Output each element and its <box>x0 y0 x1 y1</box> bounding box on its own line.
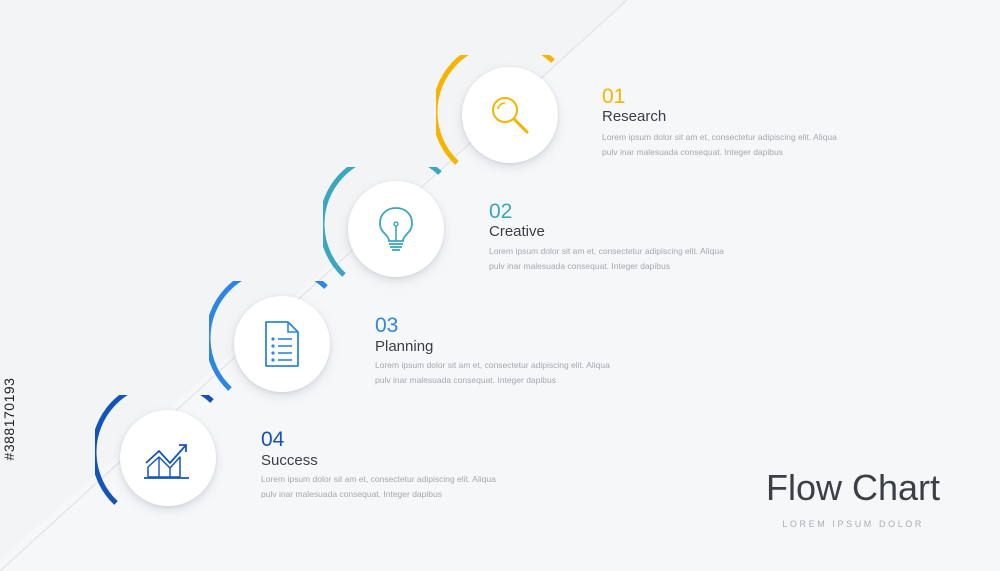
step-description-line: Lorem ipsum dolor sit am et, consectetur… <box>602 132 837 142</box>
stock-id-vertical: #388170193 <box>1 377 17 461</box>
step-icon-disc <box>234 296 330 392</box>
step-title: Research <box>602 108 667 125</box>
step-description-line: pulv inar malesuada consequat. Integer d… <box>489 261 670 271</box>
step-number: 02 <box>489 200 513 223</box>
step-ring-arc <box>95 395 214 505</box>
step-description-line: Lorem ipsum dolor sit am et, consectetur… <box>489 246 724 256</box>
step-number: 03 <box>375 314 399 337</box>
step-icon-disc <box>462 67 558 163</box>
step-description: Lorem ipsum dolor sit am et, consectetur… <box>375 358 645 388</box>
step-description-line: Lorem ipsum dolor sit am et, consectetur… <box>261 474 496 484</box>
step-description: Lorem ipsum dolor sit am et, consectetur… <box>261 472 531 502</box>
step-title: Success <box>261 452 318 469</box>
step-description-line: pulv inar malesuada consequat. Integer d… <box>375 375 556 385</box>
chart-growth-icon <box>144 444 189 479</box>
lightbulb-icon <box>379 207 413 251</box>
step-ring-arc <box>323 167 442 277</box>
step-title: Planning <box>375 338 434 355</box>
page-subtitle: LOREM IPSUM DOLOR <box>782 519 924 529</box>
step-description: Lorem ipsum dolor sit am et, consectetur… <box>602 130 872 160</box>
step-number: 04 <box>261 428 285 451</box>
step-description-line: Lorem ipsum dolor sit am et, consectetur… <box>375 360 610 370</box>
step-icon-disc <box>120 410 216 506</box>
step-title: Creative <box>489 223 545 240</box>
step-ring-arc <box>209 281 328 391</box>
page-title: Flow Chart <box>765 467 940 508</box>
step-number: 01 <box>602 85 626 108</box>
document-list-icon <box>265 321 299 367</box>
step-description: Lorem ipsum dolor sit am et, consectetur… <box>489 244 759 274</box>
step-description-line: pulv inar malesuada consequat. Integer d… <box>261 489 442 499</box>
magnifier-icon <box>492 97 529 134</box>
step-ring-arc <box>436 55 555 165</box>
step-description-line: pulv inar malesuada consequat. Integer d… <box>602 147 783 157</box>
